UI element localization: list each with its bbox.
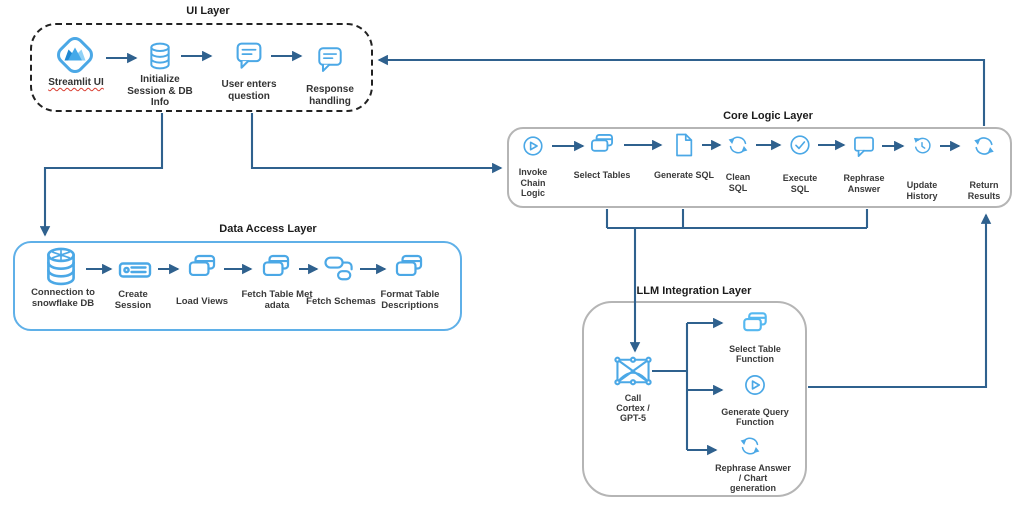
history-icon <box>910 134 934 158</box>
node-label-generate-query-fn: Generate Query Function <box>721 407 789 427</box>
arrow-llm-to-core <box>808 213 992 389</box>
ui-layer-title: UI Layer <box>186 5 230 17</box>
stacked-cards-icon <box>258 252 295 285</box>
node-label-format-descriptions: Format Table Descriptions <box>380 289 440 311</box>
ui-layer-box <box>30 23 373 112</box>
node-label-init-session: Initialize Session & DB Info <box>127 74 193 108</box>
node-label-snowflake-connection: Connection to snowflake DB <box>31 287 95 309</box>
node-label-rephrase-answer: Rephrase Answer <box>843 173 885 194</box>
stacked-cards-icon <box>391 252 428 285</box>
node-label-fetch-schemas: Fetch Schemas <box>306 296 376 307</box>
sync-icon <box>725 132 751 158</box>
network-graph-icon <box>614 356 652 386</box>
node-label-streamlit: Streamlit UI <box>48 77 104 88</box>
arrow-results-to-ui <box>377 54 986 126</box>
schema-icon <box>321 250 357 286</box>
streamlit-logo-icon <box>51 31 99 79</box>
data-layer-title: Data Access Layer <box>219 223 317 235</box>
stacked-cards-icon <box>739 310 772 339</box>
node-label-load-views: Load Views <box>175 296 229 307</box>
chat-bubble-icon <box>314 42 347 76</box>
node-label-select-tables: Select Tables <box>573 170 631 180</box>
node-label-update-history: Update History <box>906 180 938 201</box>
stacked-cards-icon <box>587 131 618 159</box>
sync-icon <box>737 433 763 459</box>
node-label-clean-sql: Clean SQL <box>725 172 751 193</box>
document-icon <box>670 130 698 160</box>
node-label-user-question: User enters question <box>221 79 277 102</box>
database-icon <box>144 38 177 74</box>
data-access-layer-box <box>13 241 462 331</box>
stacked-cards-icon <box>184 252 221 285</box>
node-label-select-table-fn: Select Table Function <box>729 344 781 364</box>
core-layer-title: Core Logic Layer <box>723 110 813 122</box>
session-bar-icon <box>115 250 155 290</box>
snowflake-database-icon <box>39 244 83 290</box>
node-label-rephrase-chart: Rephrase Answer / Chart generation <box>715 463 791 493</box>
node-label-invoke-chain: Invoke Chain Logic <box>518 167 548 198</box>
node-label-generate-sql: Generate SQL <box>653 170 715 180</box>
arrow-ui-to-data-access <box>39 113 164 237</box>
node-label-fetch-metadata: Fetch Table Met adata <box>241 289 313 311</box>
node-label-response-handling: Response handling <box>306 84 354 107</box>
sync-icon <box>971 133 998 160</box>
check-circle-icon <box>787 132 814 159</box>
node-label-create-session: Create Session <box>114 289 152 311</box>
play-circle-icon <box>520 133 547 160</box>
llm-layer-title: LLM Integration Layer <box>636 285 752 297</box>
llm-integration-layer-box <box>582 301 807 497</box>
node-label-call-cortex: Call Cortex / GPT-5 <box>616 393 650 423</box>
node-label-return-results: Return Results <box>967 180 1001 201</box>
chat-bubble-icon <box>232 37 267 73</box>
speech-bubble-icon <box>850 132 879 161</box>
node-label-execute-sql: Execute SQL <box>782 173 818 194</box>
play-circle-icon <box>741 371 769 399</box>
arrow-question-to-core <box>250 113 503 174</box>
